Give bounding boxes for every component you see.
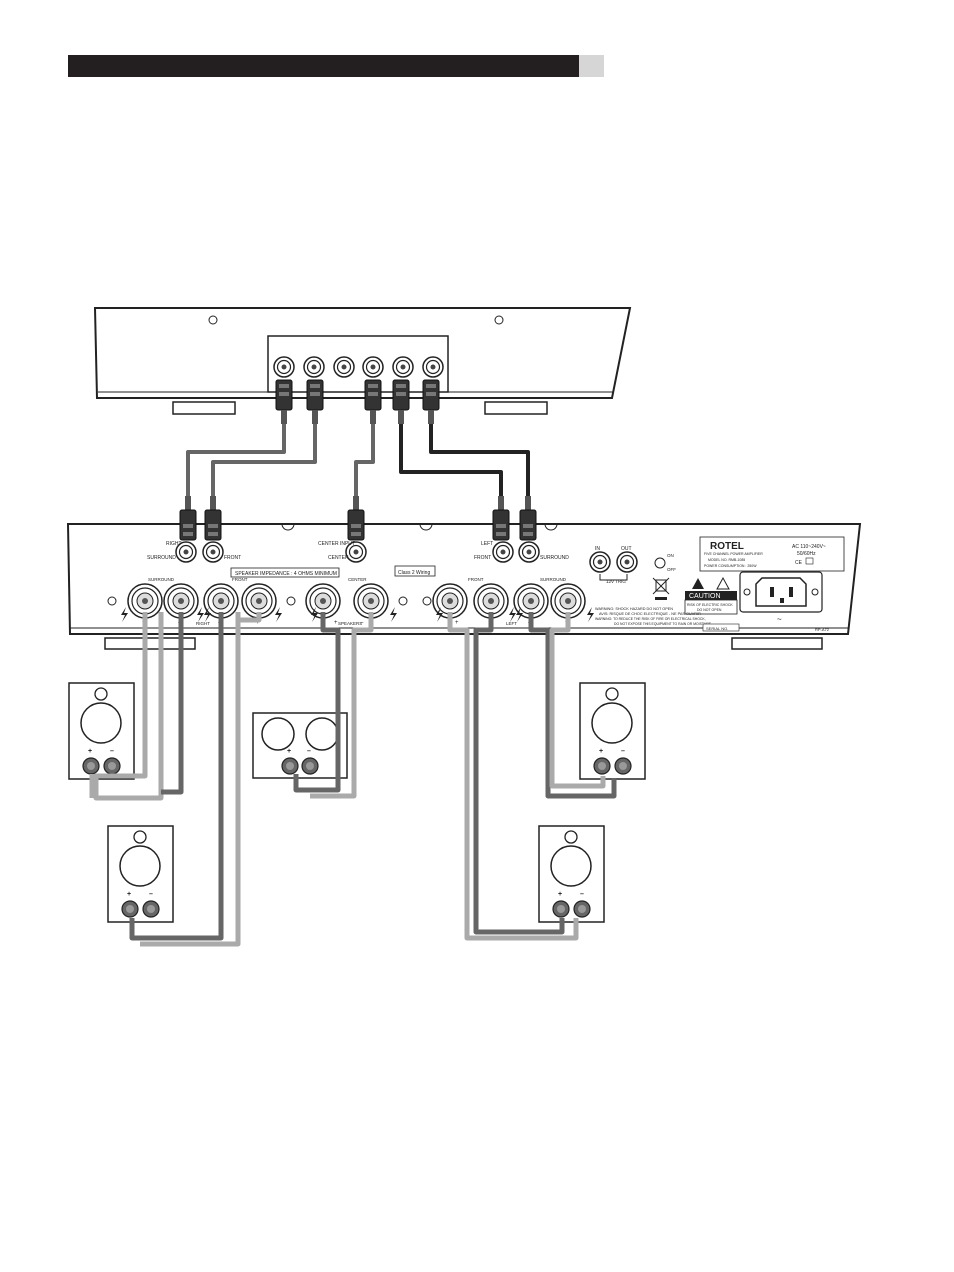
model-label: MODEL NO. RMB-1085	[708, 558, 745, 562]
speaker-surround-right: + –	[68, 682, 135, 780]
warning-line4: DO NOT EXPOSE THIS EQUIPMENT TO RAIN OR …	[614, 622, 712, 626]
svg-text:+: +	[88, 748, 92, 755]
power-consumption-label: POWER CONSUMPTION : 250W	[704, 564, 757, 568]
class2-label: Class 2 Wiring	[398, 570, 430, 576]
speaker-center: + –	[252, 712, 348, 779]
warning-line2: AVIS: RISQUE DE CHOC ELECTRIQUE - NE PAS…	[599, 612, 701, 616]
svg-text:–: –	[621, 748, 625, 755]
svg-text:+: +	[599, 748, 603, 755]
svg-text:+: +	[558, 891, 562, 898]
input-center-small-label: CENTER	[328, 555, 349, 561]
source-unit	[93, 307, 632, 415]
ce-label: CE	[795, 560, 803, 566]
label-speakers: SPEAKERS	[338, 621, 362, 626]
warning-line3: WARNING: TO REDUCE THE RISK OF FIRE OR E…	[595, 617, 706, 621]
warning-line1: WARNING: SHOCK HAZARD DO NOT OPEN	[595, 607, 673, 611]
input-surround-l-label: SURROUND	[540, 555, 569, 561]
speaker-surround-left: + –	[579, 682, 646, 780]
brand-logo: ROTEL	[710, 541, 744, 552]
group-front-l-label: FRONT	[468, 577, 484, 582]
svg-text:–: –	[110, 748, 114, 755]
svg-text:–: –	[149, 891, 153, 898]
label-right: RIGHT	[196, 621, 210, 626]
ac-rating-label: AC 110~240V~	[792, 544, 826, 550]
ac-symbol-icon: ~	[777, 615, 782, 624]
rca-cables	[186, 412, 530, 502]
trig-out-label: OUT	[621, 546, 632, 552]
plus-label: +	[256, 620, 260, 626]
caution-sub2: DO NOT OPEN	[697, 608, 722, 612]
header-bar	[68, 55, 579, 77]
serial-label: SERIAL NO.	[706, 626, 728, 631]
switch-off-label: OFF	[667, 567, 676, 572]
speaker-cables	[89, 612, 617, 947]
label-left: LEFT	[506, 621, 517, 626]
caution-sub1: RISK OF ELECTRIC SHOCK	[687, 603, 733, 607]
svg-text:–: –	[580, 891, 584, 898]
trig-label: 12V TRIG	[606, 579, 626, 584]
weee-bin-icon	[652, 577, 670, 600]
svg-text:+: +	[127, 891, 131, 898]
amplifier-rear-panel: RIGHT SURROUND FRONT CENTER INPUT CENTER…	[66, 523, 862, 650]
ac-freq-label: 50/60Hz	[797, 551, 816, 557]
speaker-impedance-label: SPEAKER IMPEDANCE : 4 OHMS MINIMUM	[235, 571, 337, 577]
svg-text:–: –	[307, 748, 311, 755]
speaker-front-left: + –	[538, 825, 605, 923]
speaker-front-right: + –	[107, 825, 174, 923]
group-surround-r-label: SURROUND	[148, 577, 175, 582]
header-tab	[579, 55, 604, 77]
center-input-label: CENTER INPUT	[318, 541, 355, 547]
input-front-r-label: FRONT	[224, 555, 241, 561]
plus-label: +	[455, 620, 459, 626]
input-left-label: LEFT	[481, 541, 493, 547]
group-front-r-label: FRONT	[232, 577, 248, 582]
caution-label: CAUTION	[689, 593, 721, 600]
input-surround-r-label: SURROUND	[147, 555, 176, 561]
trig-in-label: IN	[595, 546, 600, 552]
code-label: RP-A72	[815, 627, 830, 632]
group-surround-l-label: SURROUND	[540, 577, 567, 582]
minus-label: –	[360, 620, 364, 626]
svg-text:+: +	[287, 748, 291, 755]
product-line: FIVE CHANNEL POWER AMPLIFIER	[704, 552, 763, 556]
group-center-label: CENTER	[348, 577, 367, 582]
input-front-l-label: FRONT	[474, 555, 491, 561]
input-right-label: RIGHT	[166, 541, 182, 547]
plus-label: +	[334, 620, 338, 626]
switch-on-label: ON	[667, 553, 674, 558]
